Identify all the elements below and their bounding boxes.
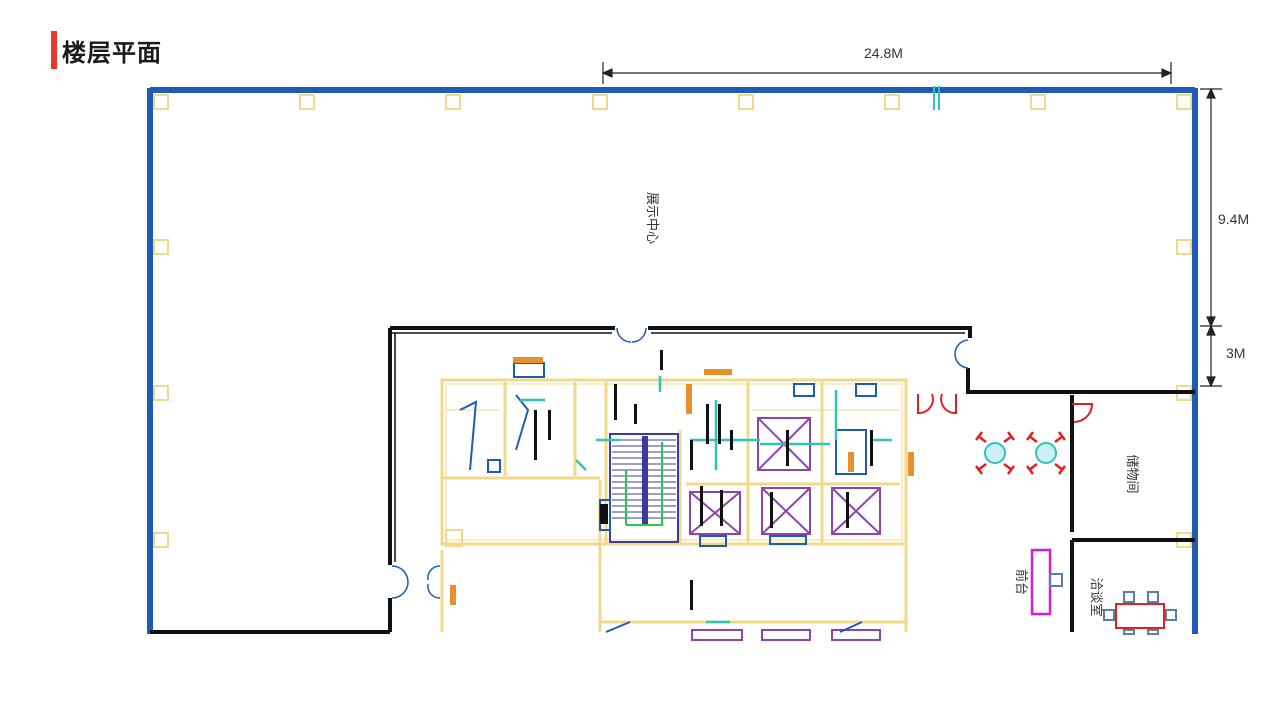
height-dimension-lower-label: 3M [1226,345,1246,361]
columns [153,94,1192,548]
meeting-table [1103,591,1177,635]
elevators [689,417,881,641]
annotation-marks [534,350,873,610]
outer-wall [147,87,1198,634]
room-label-meeting: 洽谈室 [1088,577,1104,616]
room-label-reception: 前台 [1013,569,1029,595]
core-walls [440,378,908,632]
reception-desk [1030,548,1063,616]
dimension-lines [601,62,1222,388]
room-label-exhibition: 展示中心 [644,192,659,244]
pipes [520,376,892,624]
title-accent-bar [51,31,57,69]
page-title: 楼层平面 [62,39,162,67]
doors [391,327,969,599]
room-label-storage: 储物间 [1124,454,1139,493]
interior-walls [150,326,1195,634]
lounge-tables [975,431,1066,475]
tags [450,357,914,605]
fixtures [459,362,877,633]
stair [609,433,679,543]
width-dimension-label: 24.8M [864,45,903,61]
height-dimension-upper-label: 9.4M [1218,211,1250,227]
